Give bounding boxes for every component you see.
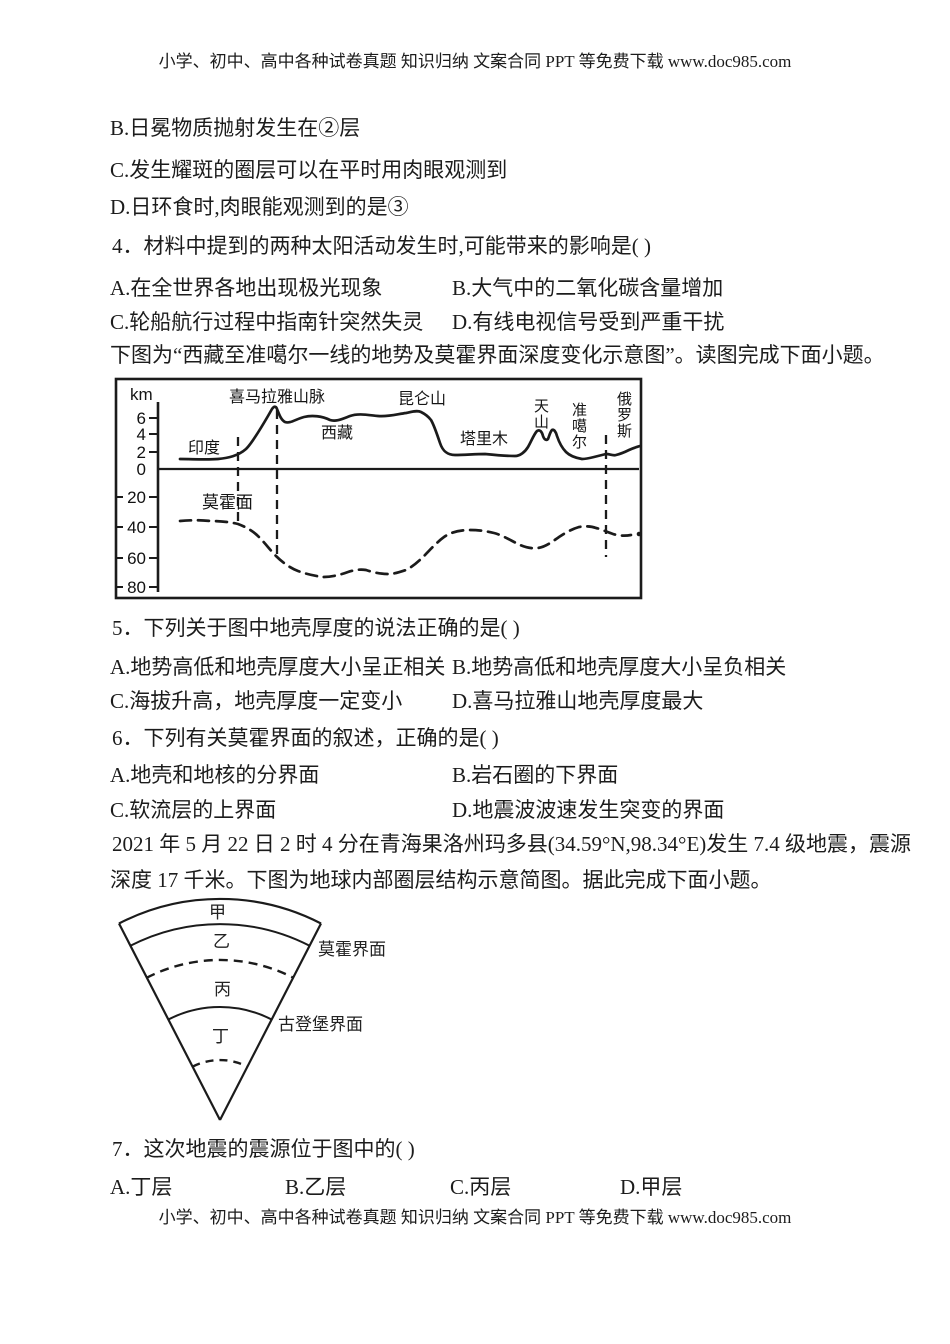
- moho-arc: [129, 923, 311, 947]
- figure-frame: [114, 377, 643, 600]
- wedge-right-edge: [219, 922, 322, 1121]
- y-tick-label-2: 2: [136, 443, 146, 462]
- q7-option-b: B.乙层: [285, 1175, 347, 1199]
- mantle-dashed-arc: [146, 958, 294, 979]
- q5-option-a: A.地势高低和地壳厚度大小呈正相关: [110, 655, 446, 679]
- q5-option-b: B.地势高低和地壳厚度大小呈负相关: [452, 655, 787, 679]
- q3-option-c: C.发生耀斑的圈层可以在平时用肉眼观测到: [110, 158, 508, 182]
- layer-label-yi: 乙: [213, 932, 230, 951]
- layer-label-ding: 丁: [212, 1027, 229, 1046]
- y-tick-label-6: 6: [136, 409, 146, 428]
- label-himalaya: 喜马拉雅山脉: [229, 389, 326, 406]
- passage-2-line-1: 2021 年 5 月 22 日 2 时 4 分在青海果洛州玛多县(34.59°N…: [112, 832, 912, 856]
- q5-option-c: C.海拔升高，地壳厚度一定变小: [110, 689, 403, 713]
- label-moho-surface: 莫霍面: [202, 493, 253, 512]
- y-tick-label-0: 0: [136, 460, 146, 479]
- terrain-profile-line: [178, 405, 642, 461]
- q4-option-b: B.大气中的二氧化碳含量增加: [452, 276, 724, 300]
- label-gutenberg-boundary: 古登堡界面: [278, 1015, 363, 1034]
- q5-option-d: D.喜马拉雅山地壳厚度最大: [452, 689, 704, 713]
- page-header: 小学、初中、高中各种试卷真题 知识归纳 文案合同 PPT 等免费下载 www.d…: [158, 52, 792, 71]
- y-tick-label-80: 80: [127, 578, 146, 597]
- label-kunlun: 昆仑山: [398, 391, 447, 408]
- label-tianshan: 天山: [532, 398, 549, 430]
- label-junggar: 准噶尔: [570, 402, 587, 450]
- q4-stem: 4．材料中提到的两种太阳活动发生时,可能带来的影响是( ): [112, 234, 651, 258]
- label-tarim: 塔里木: [460, 431, 509, 448]
- q4-option-d: D.有线电视信号受到严重干扰: [452, 310, 725, 334]
- q6-stem: 6．下列有关莫霍界面的叙述，正确的是( ): [112, 726, 499, 750]
- y-tick-label-60: 60: [127, 549, 146, 568]
- q6-option-a: A.地壳和地核的分界面: [110, 763, 320, 787]
- layer-label-bing: 丙: [214, 980, 231, 999]
- gutenberg-arc: [167, 1006, 273, 1021]
- label-tibet: 西藏: [321, 425, 354, 442]
- y-axis-ticks: [149, 417, 158, 588]
- y-tick-label-20: 20: [127, 488, 146, 507]
- label-moho-boundary: 莫霍界面: [318, 940, 386, 959]
- passage-1: 下图为“西藏至准噶尔一线的地势及莫霍界面深度变化示意图”。读图完成下面小题。: [110, 343, 885, 367]
- km-unit-label: km: [130, 385, 153, 404]
- q4-option-a: A.在全世界各地出现极光现象: [110, 276, 383, 300]
- q5-stem: 5．下列关于图中地壳厚度的说法正确的是( ): [112, 616, 520, 640]
- q7-option-c: C.丙层: [450, 1175, 512, 1199]
- q3-option-d: D.日环食时,肉眼能观测到的是③: [110, 195, 409, 219]
- q6-option-b: B.岩石圈的下界面: [452, 763, 619, 787]
- page-footer: 小学、初中、高中各种试卷真题 知识归纳 文案合同 PPT 等免费下载 www.d…: [158, 1208, 792, 1227]
- passage-2-line-2: 深度 17 千米。下图为地球内部圈层结构示意简图。据此完成下面小题。: [110, 868, 772, 892]
- label-russia: 俄罗斯: [615, 391, 632, 439]
- moho-line-end-dot: [636, 531, 642, 537]
- core-dashed-arc: [191, 1058, 249, 1068]
- y-tick-label-40: 40: [127, 518, 146, 537]
- frame-ticks: [116, 496, 123, 588]
- q7-option-a: A.丁层: [110, 1175, 173, 1199]
- wedge-left-edge: [118, 922, 221, 1121]
- q7-stem: 7．这次地震的震源位于图中的( ): [112, 1137, 415, 1161]
- figure-earth-layers: [118, 897, 322, 1121]
- q7-option-d: D.甲层: [620, 1175, 683, 1199]
- layer-label-jia: 甲: [209, 903, 226, 922]
- figure-elevation-profile: [114, 377, 643, 600]
- y-tick-label-4: 4: [136, 425, 146, 444]
- q6-option-c: C.软流层的上界面: [110, 798, 277, 822]
- q3-option-b: B.日冕物质抛射发生在②层: [110, 116, 361, 140]
- moho-depth-line: [178, 518, 633, 579]
- q4-option-c: C.轮船航行过程中指南针突然失灵: [110, 310, 424, 334]
- surface-arc: [118, 897, 322, 925]
- label-india: 印度: [188, 440, 221, 457]
- q6-option-d: D.地震波波速发生突变的界面: [452, 798, 725, 822]
